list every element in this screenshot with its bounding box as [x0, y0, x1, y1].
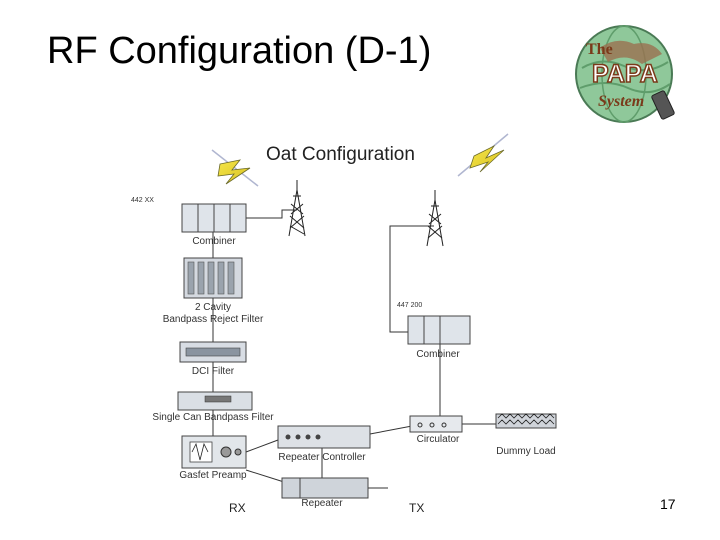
rf-wiring: [212, 209, 496, 489]
rx-antenna-tower-icon: [288, 180, 306, 237]
repeater-controller: Repeater Controller: [277, 425, 371, 463]
rx-combiner-label: Combiner: [192, 236, 236, 247]
preamp-label: Gasfet Preamp: [179, 470, 247, 481]
page-number: 17: [660, 496, 676, 512]
rx-frequency-label: 442 XX: [131, 197, 154, 204]
tx-combiner-label: Combiner: [416, 349, 460, 360]
lightning-icon-right: [457, 133, 509, 177]
rx-combiner: Combiner: [181, 203, 247, 247]
slide-title: RF Configuration (D-1): [47, 30, 432, 72]
rx-label: RX: [229, 501, 246, 515]
papa-system-logo: The PAPA System: [575, 25, 675, 123]
dummy-load-label: Dummy Load: [496, 446, 555, 457]
tx-antenna-tower-icon: [426, 190, 444, 247]
cavity-filter: 2 Cavity Bandpass Reject Filter: [163, 257, 264, 325]
logo-main-text: PAPA: [592, 60, 658, 88]
circulator-label: Circulator: [417, 434, 460, 445]
single-can-filter-label: Single Can Bandpass Filter: [152, 412, 274, 423]
lightning-icon-left: [211, 149, 259, 187]
gasfet-preamp: Gasfet Preamp: [179, 435, 247, 481]
logo-top-text: The: [586, 41, 613, 58]
tx-label: TX: [409, 501, 424, 515]
tx-combiner: Combiner: [407, 315, 471, 360]
tx-frequency-label: 447 200: [397, 302, 422, 309]
circulator: Circulator: [409, 415, 463, 445]
dci-filter: DCI Filter: [179, 341, 247, 377]
repeater-label: Repeater: [301, 498, 343, 509]
cavity-filter-label-line2: Bandpass Reject Filter: [163, 314, 264, 325]
repeater: Repeater: [281, 477, 369, 509]
logo-bottom-text: System: [598, 93, 644, 110]
diagram-title: Oat Configuration: [266, 144, 415, 165]
dci-filter-label: DCI Filter: [192, 366, 235, 377]
cavity-filter-label-line1: 2 Cavity: [195, 302, 231, 313]
dummy-load: Dummy Load: [495, 413, 557, 457]
repeater-controller-label: Repeater Controller: [278, 452, 366, 463]
single-can-filter: Single Can Bandpass Filter: [152, 391, 274, 423]
